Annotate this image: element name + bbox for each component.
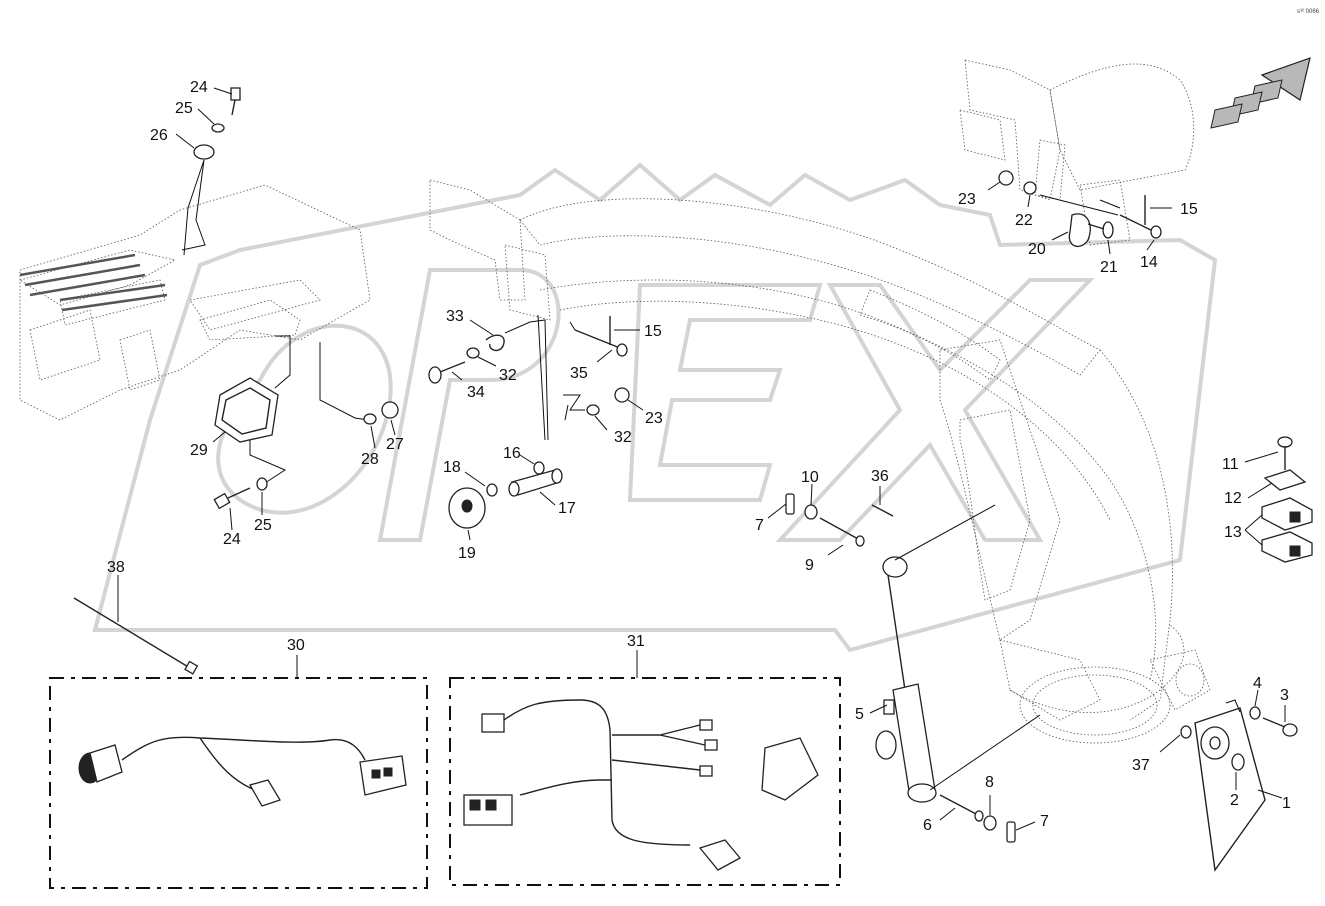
callout-32b: 32 <box>614 429 632 446</box>
lamp-29 <box>214 377 279 443</box>
nut-23-top <box>998 170 1014 186</box>
clip-33 <box>485 334 505 352</box>
washer-25-top <box>211 123 225 133</box>
callout-22: 22 <box>1015 212 1033 229</box>
pin-9 <box>819 517 865 547</box>
pin-14 <box>1119 214 1162 239</box>
callout-30: 30 <box>287 637 305 654</box>
washer-25-bottom <box>256 477 268 491</box>
pin-6 <box>939 794 984 822</box>
wiring-harness-31 <box>463 699 819 871</box>
bearing-plate-1 <box>1194 707 1266 872</box>
callout-18: 18 <box>443 459 461 476</box>
left-frame-assembly <box>19 184 371 421</box>
callout-8: 8 <box>985 774 994 791</box>
washer-37 <box>1180 725 1192 739</box>
washer-8 <box>983 815 997 831</box>
callout-25a: 25 <box>175 100 193 117</box>
reflector-26 <box>193 144 215 160</box>
washer-4 <box>1249 706 1261 720</box>
pin-35 <box>574 329 628 357</box>
callout-11: 11 <box>1222 456 1239 473</box>
bolt-21 <box>1087 221 1114 239</box>
callout-2: 2 <box>1230 792 1239 809</box>
washer-32-top <box>466 347 480 359</box>
callout-19: 19 <box>458 545 476 562</box>
callout-23a: 23 <box>958 191 976 208</box>
washer-32-bottom <box>586 404 600 416</box>
bolt-3 <box>1262 717 1298 737</box>
callout-27: 27 <box>386 436 404 453</box>
callout-16: 16 <box>503 445 521 462</box>
washer-16 <box>533 461 545 475</box>
roller-19 <box>448 487 486 529</box>
callout-5: 5 <box>855 706 864 723</box>
bolt-34 <box>428 361 466 384</box>
callout-15a: 15 <box>1180 201 1198 218</box>
kit-box-30 <box>49 677 428 889</box>
washer-22 <box>1023 181 1037 195</box>
callout-6: 6 <box>923 817 932 834</box>
washer-10 <box>804 504 818 520</box>
plate-12 <box>1263 469 1307 491</box>
callout-24b: 24 <box>223 531 241 548</box>
hydraulic-cylinder-5 <box>875 556 937 803</box>
callout-31: 31 <box>627 633 645 650</box>
bolt-24-bottom <box>213 487 251 510</box>
callout-15b: 15 <box>644 323 662 340</box>
callout-3: 3 <box>1280 687 1289 704</box>
cable-tie-38 <box>73 597 199 675</box>
callout-25b: 25 <box>254 517 272 534</box>
callout-12: 12 <box>1224 490 1242 507</box>
roller-shaft-17 <box>508 468 563 497</box>
direction-arrow-icon <box>1210 57 1311 129</box>
callout-9: 9 <box>805 557 814 574</box>
watermark-logo <box>92 162 1218 653</box>
callout-20: 20 <box>1028 241 1046 258</box>
callout-26: 26 <box>150 127 168 144</box>
callout-7a: 7 <box>755 517 764 534</box>
callout-36: 36 <box>871 468 889 485</box>
pin-7-lower <box>1006 821 1016 843</box>
callout-28: 28 <box>361 451 379 468</box>
callout-23b: 23 <box>645 410 663 427</box>
bolt-11 <box>1277 436 1293 470</box>
nut-23-mid <box>614 387 630 403</box>
arch-guide-frame <box>429 179 1211 744</box>
callout-21: 21 <box>1100 259 1118 276</box>
pin-36 <box>871 504 894 517</box>
callout-4: 4 <box>1253 675 1262 692</box>
washer-28 <box>363 413 377 425</box>
callout-29: 29 <box>190 442 208 459</box>
callout-14: 14 <box>1140 254 1158 271</box>
callout-1: 1 <box>1282 795 1291 812</box>
pin-7-upper <box>785 493 795 515</box>
clamp-20 <box>1068 213 1091 248</box>
callout-10: 10 <box>801 469 819 486</box>
callout-35: 35 <box>570 365 588 382</box>
callout-7b: 7 <box>1040 813 1049 830</box>
wiring-harness-30 <box>78 736 407 807</box>
callout-33: 33 <box>446 308 464 325</box>
corner-mark: s³² 0066 <box>1297 9 1320 15</box>
callout-13: 13 <box>1224 524 1242 541</box>
bearing-2 <box>1200 726 1245 771</box>
clamp-blocks-13 <box>1261 497 1313 563</box>
callout-38: 38 <box>107 559 125 576</box>
callout-32a: 32 <box>499 367 517 384</box>
bolt-24-top <box>230 87 241 116</box>
nut-27 <box>381 401 399 419</box>
callout-24a: 24 <box>190 79 208 96</box>
callout-34: 34 <box>467 384 485 401</box>
kit-box-31 <box>449 677 841 886</box>
callout-17: 17 <box>558 500 576 517</box>
washer-18 <box>486 483 498 497</box>
callout-37: 37 <box>1132 757 1150 774</box>
